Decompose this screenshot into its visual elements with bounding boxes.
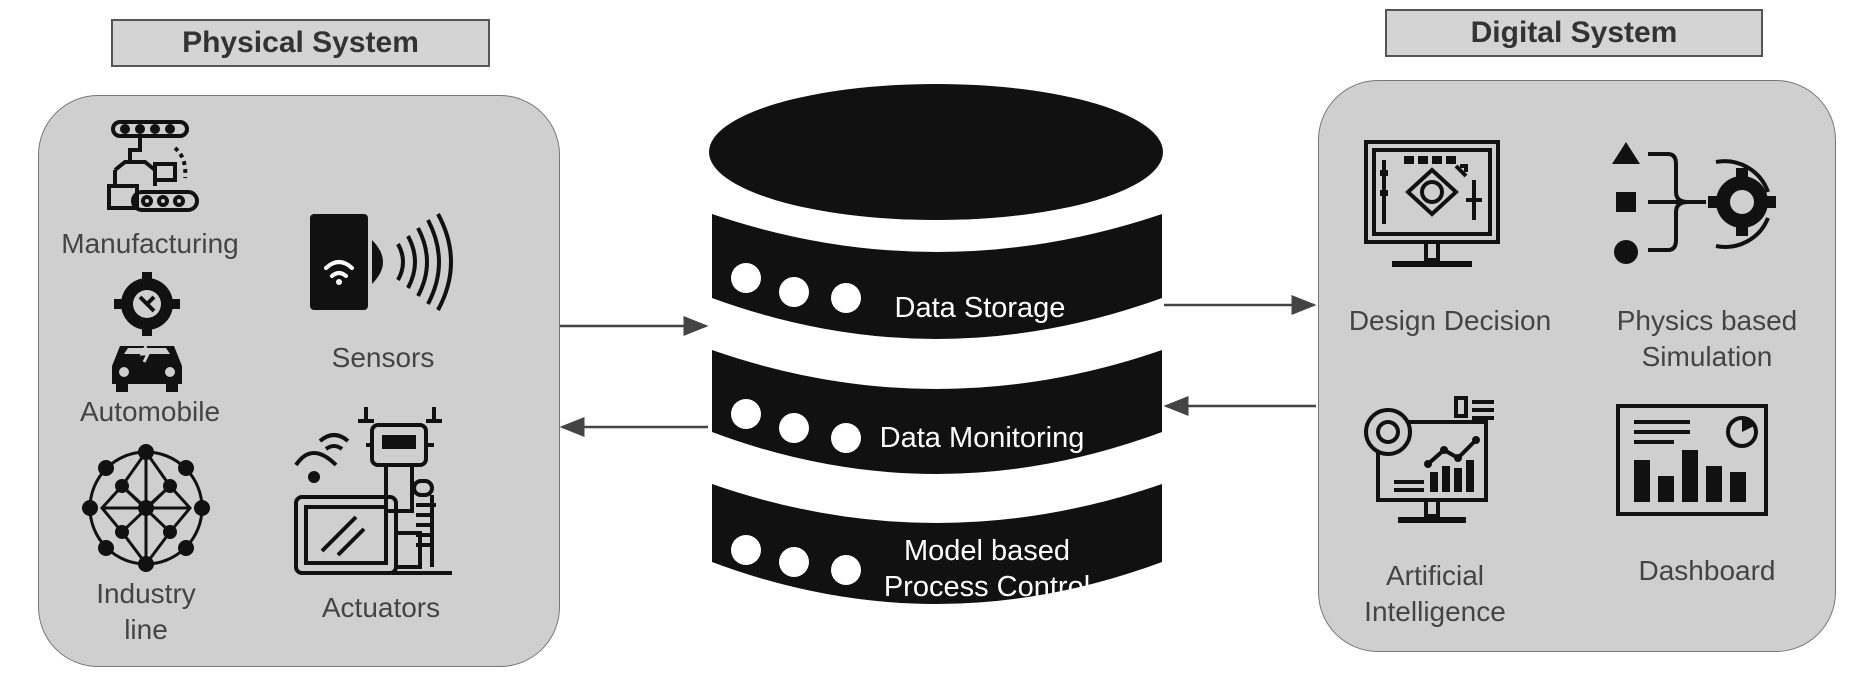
monitoring-led-3 [831,423,861,453]
physics-simulation-label: Physics based Simulation [1592,303,1822,375]
physical-system-title: Physical System [111,19,490,67]
industry-line-label-1: Industry [96,578,196,609]
process-control-label-2: Process Control [883,571,1091,603]
manufacturing-label: Manufacturing [61,228,239,259]
sensor-icon [310,213,453,311]
monitoring-led-2 [779,413,809,443]
database-layer-storage [712,214,1162,339]
industry-line-network-icon [82,444,210,572]
dashboard-icon [1616,404,1768,516]
database-layer-monitoring [712,350,1162,474]
ai-analytics-icon [1364,396,1494,523]
process-control-label: Model based Process Control [862,533,1112,605]
storage-led-1 [731,263,761,293]
database-cylinder [709,84,1163,604]
physics-simulation-label-1: Physics based [1616,305,1798,336]
process-control-label-1: Model based [903,535,1071,567]
ai-label-2: Intelligence [1364,596,1506,627]
control-led-3 [831,555,861,585]
ai-label-1: Artificial [1385,560,1484,591]
database-layer-control [712,484,1162,604]
automobile-label: Automobile [79,396,221,427]
control-led-1 [731,535,761,565]
sensors-label: Sensors [331,342,435,373]
digital-system-panel [1318,80,1836,652]
data-monitoring-label: Data Monitoring [879,422,1085,454]
ai-label: Artificial Intelligence [1320,558,1550,630]
digital-system-title: Digital System [1385,9,1763,57]
manufacturing-icon [107,120,199,212]
data-storage-label: Data Storage [894,292,1066,324]
database-top [709,84,1163,220]
automobile-icon [112,272,182,392]
monitoring-led-1 [731,399,761,429]
physics-simulation-label-2: Simulation [1641,341,1773,372]
industry-line-label-2: line [124,614,168,645]
design-monitor-icon [1364,140,1500,267]
actuators-label: Actuators [321,592,441,623]
design-decision-label: Design Decision [1348,305,1552,336]
storage-led-3 [831,283,861,313]
simulation-gear-icon [1612,142,1776,264]
control-led-2 [779,547,809,577]
industry-line-label: Industry line [66,576,226,648]
actuator-robot-icon [294,407,452,575]
storage-led-2 [779,277,809,307]
dashboard-label: Dashboard [1638,555,1776,586]
